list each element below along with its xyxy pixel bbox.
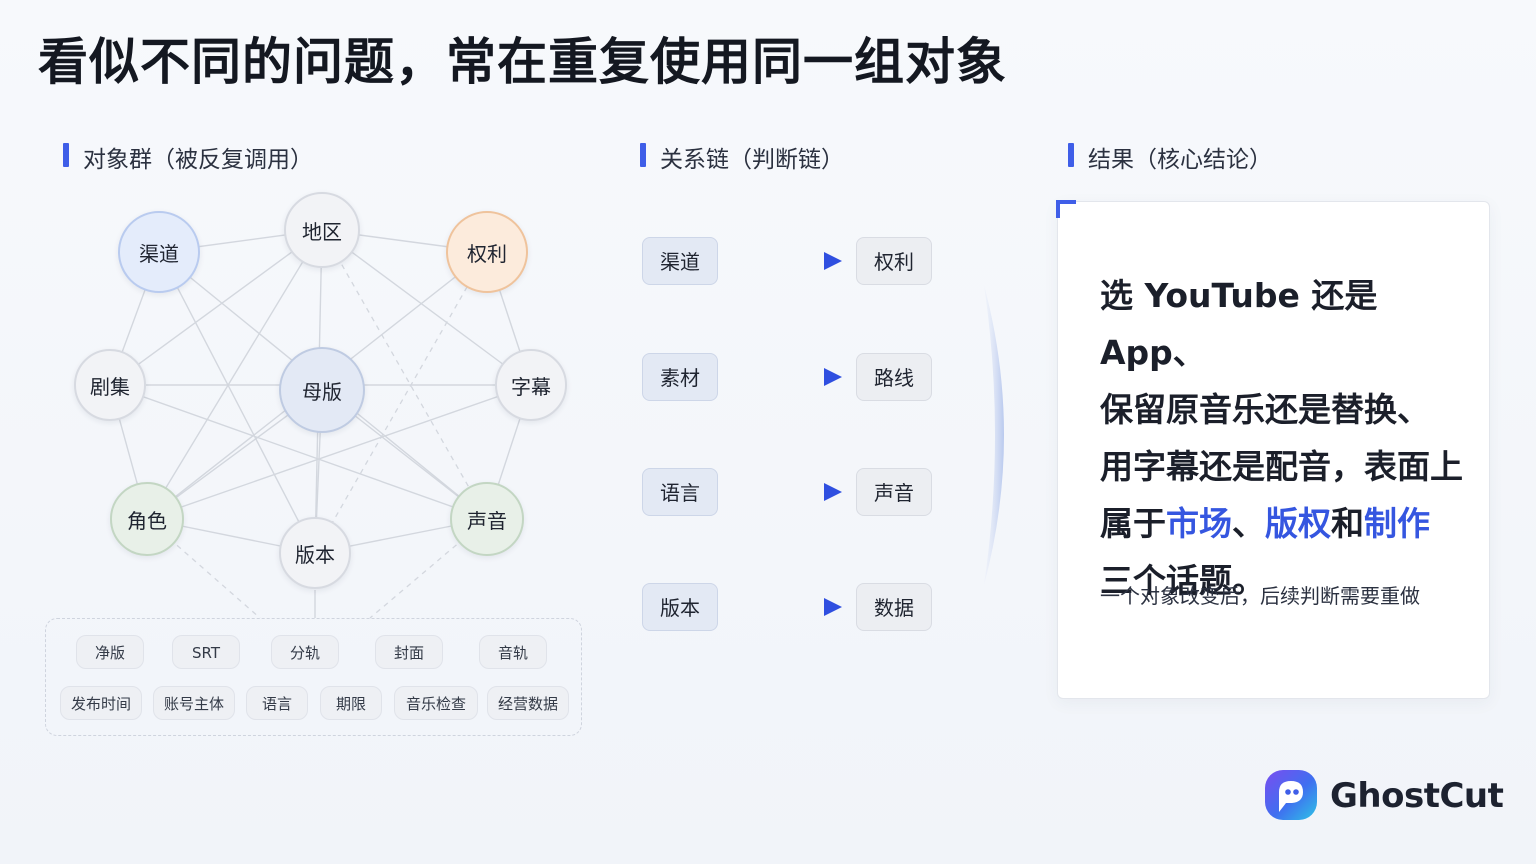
tag-item: 期限 — [320, 686, 382, 720]
tag-item: 账号主体 — [153, 686, 235, 720]
tag-item: 音乐检查 — [394, 686, 478, 720]
result-line: 保留原音乐还是替换、 — [1100, 390, 1430, 429]
asset-tag-group — [45, 618, 582, 736]
result-statement: 选 YouTube 还是 App、 保留原音乐还是替换、 用字幕还是配音，表面上… — [1100, 267, 1480, 609]
chain-arrow-2 — [728, 368, 842, 386]
chain-arrow-4 — [728, 598, 842, 616]
tag-item: 发布时间 — [60, 686, 142, 720]
result-card: 选 YouTube 还是 App、 保留原音乐还是替换、 用字幕还是配音，表面上… — [1056, 200, 1490, 699]
tag-item: 净版 — [76, 635, 144, 669]
node-series: 剧集 — [74, 349, 146, 421]
highlight-production: 制作 — [1364, 504, 1430, 543]
tag-item: 封面 — [375, 635, 443, 669]
tag-item: 语言 — [246, 686, 308, 720]
chain-from-4: 版本 — [642, 583, 718, 631]
page-title: 看似不同的问题，常在重复使用同一组对象 — [38, 33, 1007, 91]
node-version: 版本 — [279, 517, 351, 589]
node-channel: 渠道 — [118, 211, 200, 293]
highlight-market: 市场 — [1166, 504, 1232, 543]
result-note: 一个对象改变后，后续判断需要重做 — [1100, 584, 1420, 608]
section-heading-chain: 关系链（判断链） — [640, 140, 844, 174]
flow-chevron-icon — [984, 285, 1004, 585]
tag-item: 经营数据 — [487, 686, 569, 720]
chain-to-3: 声音 — [856, 468, 932, 516]
highlight-copyright: 版权 — [1265, 504, 1331, 543]
tag-item: 音轨 — [479, 635, 547, 669]
section-heading-result: 结果（核心结论） — [1068, 140, 1272, 174]
chain-to-4: 数据 — [856, 583, 932, 631]
brand-logo: GhostCut — [1262, 768, 1504, 824]
node-rights: 权利 — [446, 211, 528, 293]
node-role: 角色 — [110, 482, 184, 556]
section-heading-objects: 对象群（被反复调用） — [63, 140, 313, 174]
chain-arrow-1 — [728, 252, 842, 270]
result-line: 三个话题。 — [1100, 561, 1265, 600]
ghost-logo-icon — [1265, 770, 1317, 820]
tag-item: 分轨 — [271, 635, 339, 669]
brand-name: GhostCut — [1330, 776, 1504, 816]
chain-to-2: 路线 — [856, 353, 932, 401]
chain-from-2: 素材 — [642, 353, 718, 401]
node-voice: 声音 — [450, 482, 524, 556]
result-line: 属于市场、版权和制作 — [1100, 504, 1430, 543]
node-subtitle: 字幕 — [495, 349, 567, 421]
result-line: 用字幕还是配音，表面上 — [1100, 447, 1463, 486]
chain-from-3: 语言 — [642, 468, 718, 516]
result-line: 选 YouTube 还是 App、 — [1100, 276, 1378, 372]
tag-item: SRT — [172, 635, 240, 669]
corner-bracket-icon — [1056, 200, 1076, 218]
chain-from-1: 渠道 — [642, 237, 718, 285]
node-master: 母版 — [279, 347, 365, 433]
chain-arrows — [728, 252, 1004, 616]
chain-to-1: 权利 — [856, 237, 932, 285]
node-region: 地区 — [284, 192, 360, 268]
chain-arrow-3 — [728, 483, 842, 501]
